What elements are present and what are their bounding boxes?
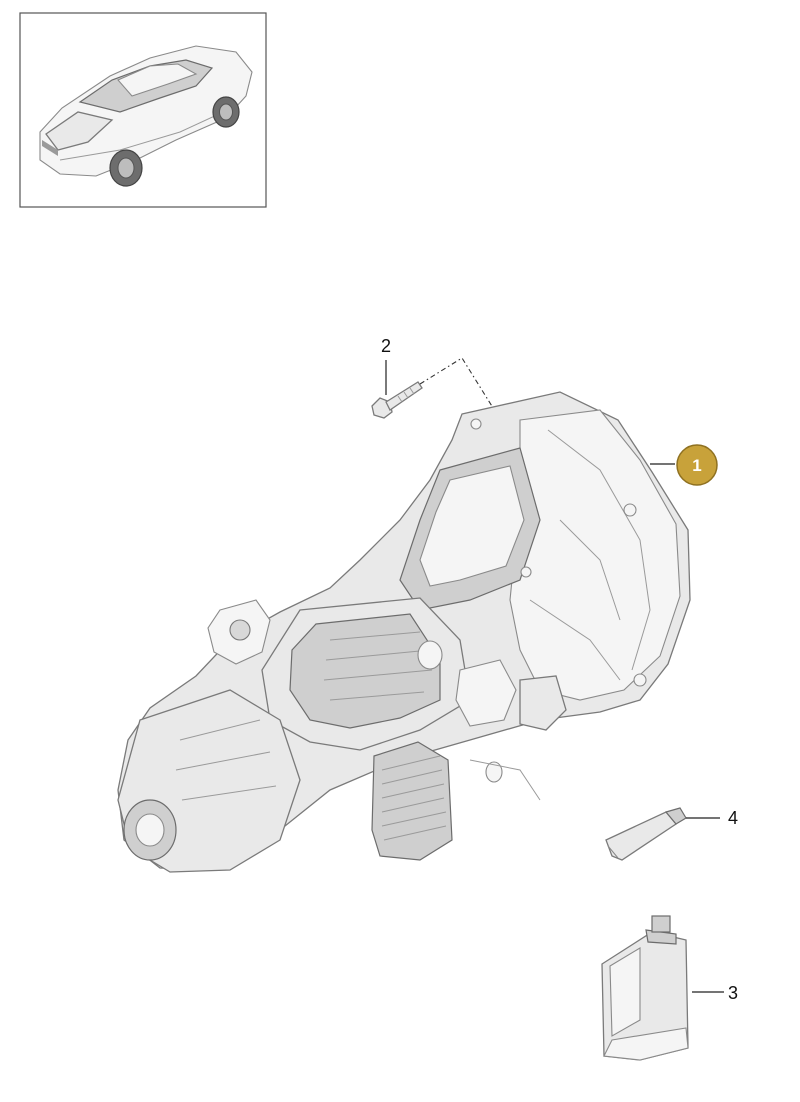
- vehicle-thumbnail: [19, 12, 267, 208]
- callout-label-3[interactable]: 3: [728, 983, 738, 1003]
- car-illustration: [39, 45, 253, 187]
- highlight-badge: [676, 444, 718, 486]
- oil-canister-part: [601, 915, 689, 1061]
- callout-label-1: 1: [692, 456, 701, 475]
- tube-part: [605, 807, 687, 861]
- callout-label-4[interactable]: 4: [728, 808, 738, 828]
- bolt-part: [371, 381, 423, 419]
- callout-label-2[interactable]: 2: [381, 336, 391, 356]
- transmission-part: [117, 391, 691, 873]
- callout-badge-1[interactable]: 1: [676, 444, 718, 486]
